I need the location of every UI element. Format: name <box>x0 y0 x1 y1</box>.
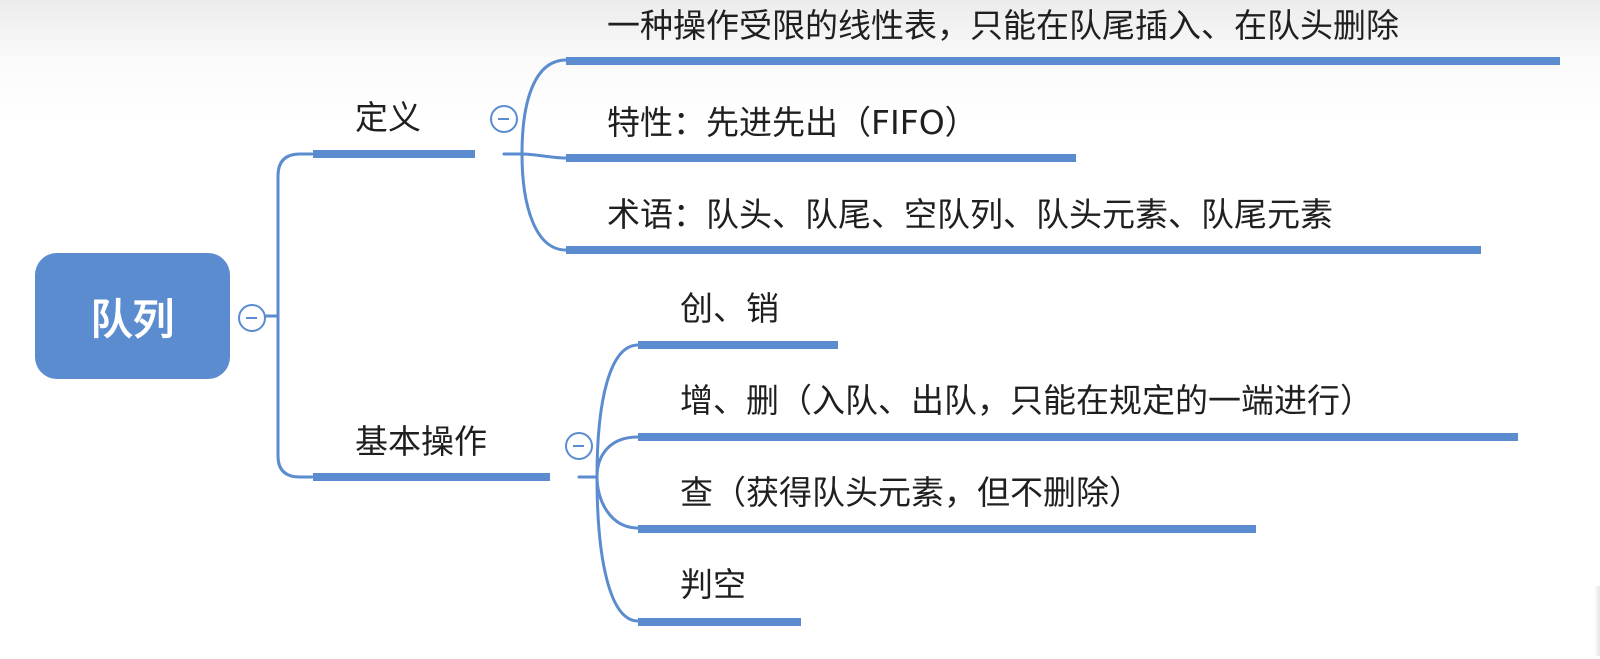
underline-operations-child-1 <box>638 341 838 349</box>
underline-definition-child-3 <box>566 246 1481 254</box>
connector-operations-to-child-1 <box>577 343 640 479</box>
connector-root-to-operations <box>276 314 314 479</box>
window-edge-shadow <box>1594 586 1600 656</box>
underline-operations-child-2 <box>638 433 1518 441</box>
definition-collapse-toggle-icon[interactable] <box>490 105 518 133</box>
underline-definition-child-1 <box>566 57 1560 65</box>
underline-operations-child-4 <box>638 618 801 626</box>
operations-child-3[interactable]: 查（获得队头元素，但不删除） <box>680 473 1142 512</box>
branch-label-definition[interactable]: 定义 <box>355 98 421 137</box>
connector-root-to-definition <box>262 152 314 318</box>
root-label: 队列 <box>90 294 175 344</box>
root-collapse-toggle-icon[interactable] <box>238 304 266 332</box>
underline-definition <box>313 150 475 158</box>
connector-operations-to-child-3 <box>595 475 640 530</box>
operations-child-4[interactable]: 判空 <box>680 565 746 604</box>
root-node[interactable]: 队列 <box>35 253 230 379</box>
operations-child-1[interactable]: 创、销 <box>680 289 779 328</box>
underline-operations <box>313 473 550 481</box>
definition-child-1[interactable]: 一种操作受限的线性表，只能在队尾插入、在队头删除 <box>607 6 1399 45</box>
operations-child-2[interactable]: 增、删（入队、出队，只能在规定的一端进行） <box>680 381 1373 420</box>
connector-definition-to-child-1 <box>502 58 568 156</box>
underline-definition-child-2 <box>566 154 1076 162</box>
operations-collapse-toggle-icon[interactable] <box>565 432 593 460</box>
underline-operations-child-3 <box>638 525 1256 533</box>
connector-definition-to-child-3 <box>520 152 568 252</box>
connector-operations-to-child-4 <box>595 475 640 623</box>
definition-child-3[interactable]: 术语：队头、队尾、空队列、队头元素、队尾元素 <box>607 195 1333 234</box>
definition-child-2[interactable]: 特性：先进先出（FIFO） <box>607 103 978 142</box>
connector-operations-to-child-2 <box>595 435 640 479</box>
branch-label-operations[interactable]: 基本操作 <box>355 422 487 461</box>
connector-definition-to-child-2 <box>520 152 568 160</box>
